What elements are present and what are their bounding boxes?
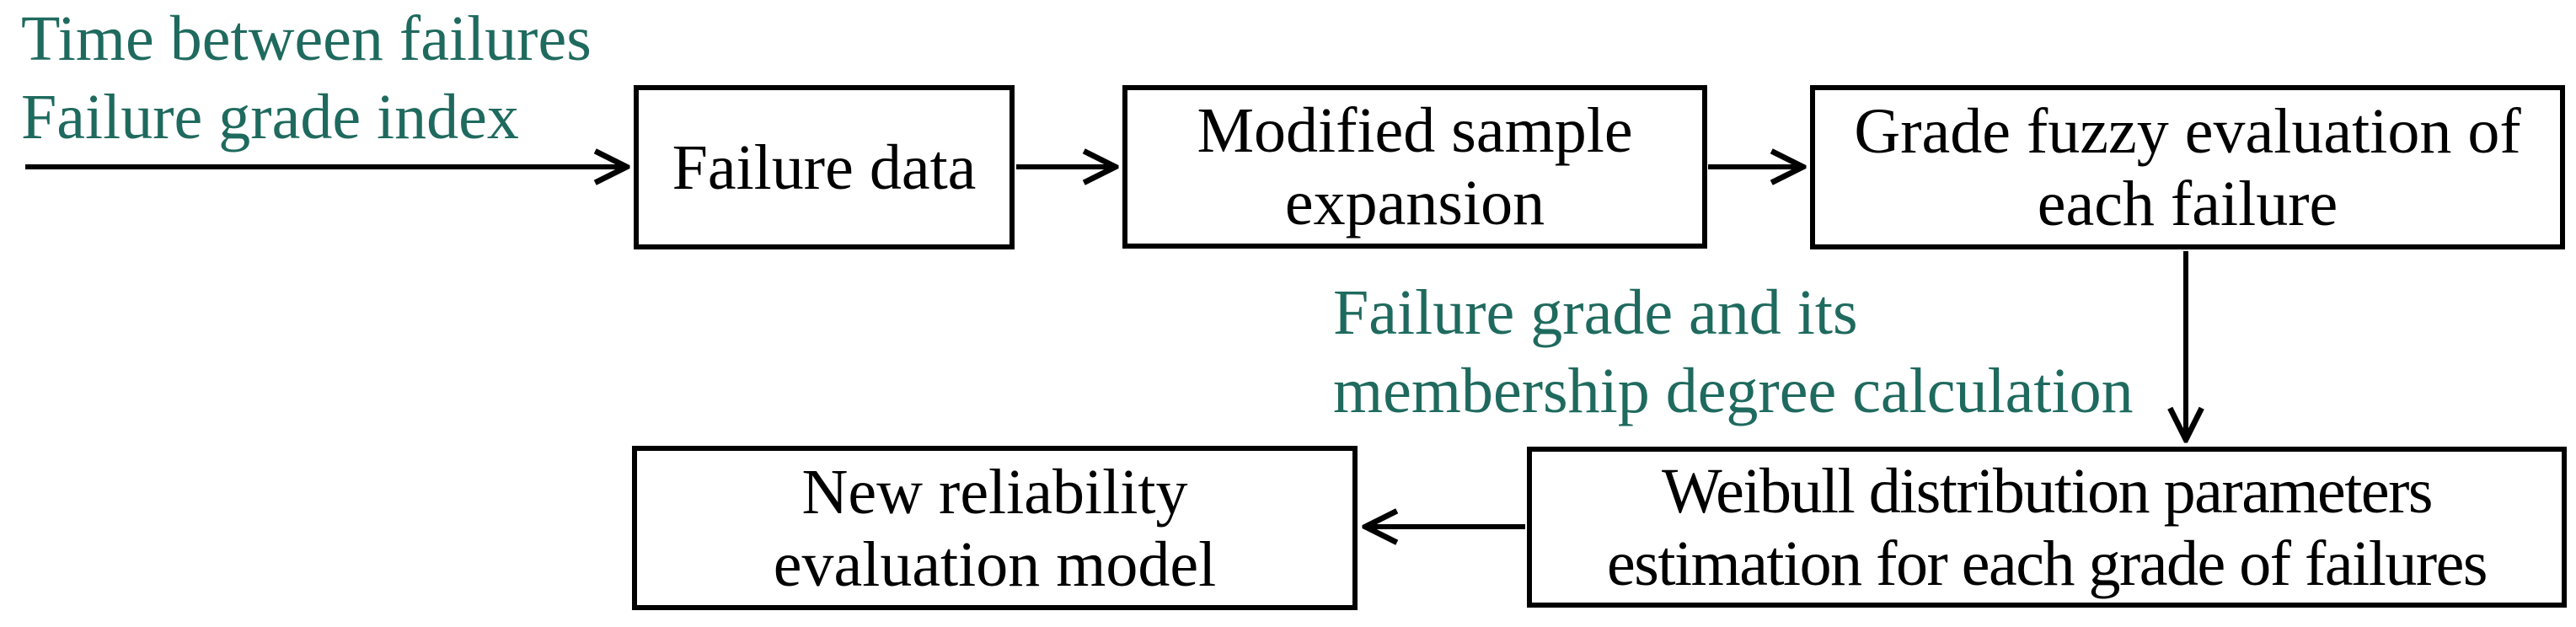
input-data-label: Time between failures Failure grade inde… — [21, 0, 592, 157]
weibull-estimation-box: Weibull distribution parameters estimati… — [1527, 447, 2567, 608]
modified-sample-expansion-box: Modified sample expansion — [1122, 85, 1707, 249]
grade-fuzzy-evaluation-box: Grade fuzzy evaluation of each failure — [1810, 85, 2565, 249]
membership-calculation-label: Failure grade and its membership degree … — [1333, 274, 2134, 431]
new-reliability-model-box: New reliability evaluation model — [632, 446, 1358, 610]
new-reliability-model-box-line2: evaluation model — [773, 528, 1217, 600]
grade-fuzzy-evaluation-box-line1: Grade fuzzy evaluation of — [1854, 95, 2521, 167]
failure-data-box: Failure data — [634, 85, 1015, 249]
grade-fuzzy-evaluation-box-line2: each failure — [2037, 168, 2338, 239]
input-data-label-line2: Failure grade index — [21, 82, 519, 153]
weibull-estimation-box-line1: Weibull distribution parameters — [1661, 455, 2434, 527]
modified-sample-expansion-box-line1: Modified sample — [1197, 95, 1633, 166]
membership-calculation-label-line1: Failure grade and its — [1333, 277, 1858, 348]
membership-calculation-label-line2: membership degree calculation — [1333, 356, 2134, 426]
weibull-estimation-box-line2: estimation for each grade of failures — [1607, 528, 2488, 599]
modified-sample-expansion-box-line2: expansion — [1284, 168, 1545, 238]
failure-data-box-label: Failure data — [672, 131, 977, 203]
new-reliability-model-box-line1: New reliability — [801, 456, 1188, 528]
input-data-label-line1: Time between failures — [21, 3, 592, 74]
